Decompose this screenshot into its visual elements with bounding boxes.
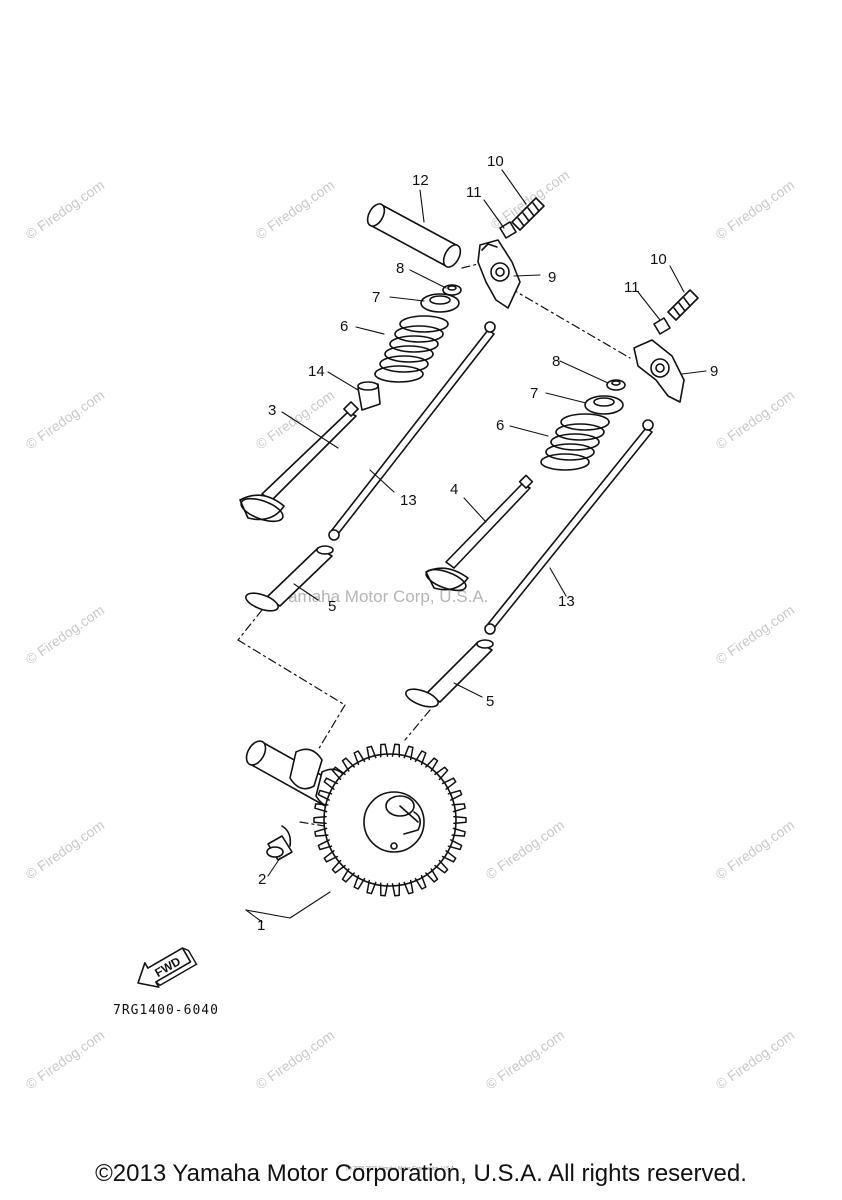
- callout-7: 7: [372, 289, 380, 306]
- callout-7: 7: [530, 385, 538, 402]
- watermark: © Firedog.com: [713, 387, 798, 453]
- callout-4: 4: [450, 481, 458, 498]
- callout-12: 12: [412, 172, 429, 189]
- watermark: © Firedog.com: [23, 177, 108, 243]
- callout-5: 5: [486, 693, 494, 710]
- fine-print: (c) 2000-2015 Yamaha Motor Corporation, …: [346, 1166, 456, 1172]
- push-rod-upper: [328, 321, 496, 541]
- callout-labels: 12 10 11 8 9 7 6 14 3 13 10 11 8 9 7 6 4…: [257, 153, 718, 934]
- watermark: © Firedog.com: [23, 387, 108, 453]
- copyright-notice: ©2013 Yamaha Motor Corporation, U.S.A. A…: [95, 1160, 747, 1187]
- watermark: © Firedog.com: [23, 1027, 108, 1093]
- push-rod-lower: [484, 419, 654, 635]
- watermark: © Firedog.com: [253, 177, 338, 243]
- watermark: © Firedog.com: [713, 817, 798, 883]
- callout-9: 9: [710, 363, 718, 380]
- callout-6: 6: [340, 318, 348, 335]
- watermark: © Firedog.com: [23, 817, 108, 883]
- exhaust-valve: [425, 474, 534, 592]
- watermark: © Firedog.com: [483, 817, 568, 883]
- spring-retainer-lower: [584, 395, 624, 415]
- adjusting-screw-upper: [511, 197, 545, 231]
- callout-9: 9: [548, 269, 556, 286]
- watermark: © Firedog.com: [713, 1027, 798, 1093]
- callout-1: 1: [257, 917, 265, 934]
- callout-11: 11: [466, 184, 482, 201]
- valve-cotter-lower: [606, 379, 626, 391]
- callout-14: 14: [308, 363, 325, 380]
- callout-10: 10: [487, 153, 504, 170]
- spring-retainer-upper: [420, 293, 460, 313]
- callout-2: 2: [258, 871, 266, 888]
- callout-11: 11: [624, 279, 640, 296]
- camshaft-gear-assembly: [245, 740, 467, 897]
- callout-10: 10: [650, 251, 667, 268]
- assembly-lines: [237, 263, 631, 836]
- watermark: © Firedog.com: [713, 177, 798, 243]
- watermark: © Firedog.com: [23, 602, 108, 668]
- locknut-upper: [499, 221, 517, 239]
- valve-spring-lower: [540, 413, 610, 471]
- callout-13: 13: [400, 492, 417, 509]
- adjusting-screw-lower: [667, 289, 699, 321]
- rocker-arm-lower: [633, 339, 685, 403]
- cam-gear: [323, 753, 457, 887]
- valve-cotter-upper: [442, 284, 462, 296]
- valve-stem-seal: [357, 381, 381, 411]
- rocker-shaft: [366, 203, 462, 268]
- valve-lifter-lower: [405, 639, 494, 708]
- fwd-arrow-icon: FWD: [137, 947, 198, 988]
- center-watermark: Yamaha Motor Corp, U.S.A.: [278, 587, 488, 606]
- valve-lifter-upper: [245, 545, 334, 612]
- gear-tooth-outline: [313, 743, 467, 897]
- locknut-lower: [653, 317, 671, 335]
- diagram-part-code: 7RG1400-6040: [113, 1003, 219, 1018]
- callout-leaders: [245, 169, 707, 923]
- callout-5: 5: [328, 598, 336, 615]
- dowel-pin: [266, 825, 293, 861]
- callout-8: 8: [552, 353, 560, 370]
- watermark: © Firedog.com: [713, 602, 798, 668]
- cam-gear-teeth: [313, 743, 467, 897]
- rocker-arm-upper: [477, 239, 521, 309]
- callout-3: 3: [268, 402, 276, 419]
- callout-6: 6: [496, 417, 504, 434]
- watermark: © Firedog.com: [483, 1027, 568, 1093]
- watermark: © Firedog.com: [253, 1027, 338, 1093]
- intake-valve: [239, 401, 359, 523]
- valve-spring-upper: [374, 315, 449, 383]
- callout-13: 13: [558, 593, 575, 610]
- callout-8: 8: [396, 260, 404, 277]
